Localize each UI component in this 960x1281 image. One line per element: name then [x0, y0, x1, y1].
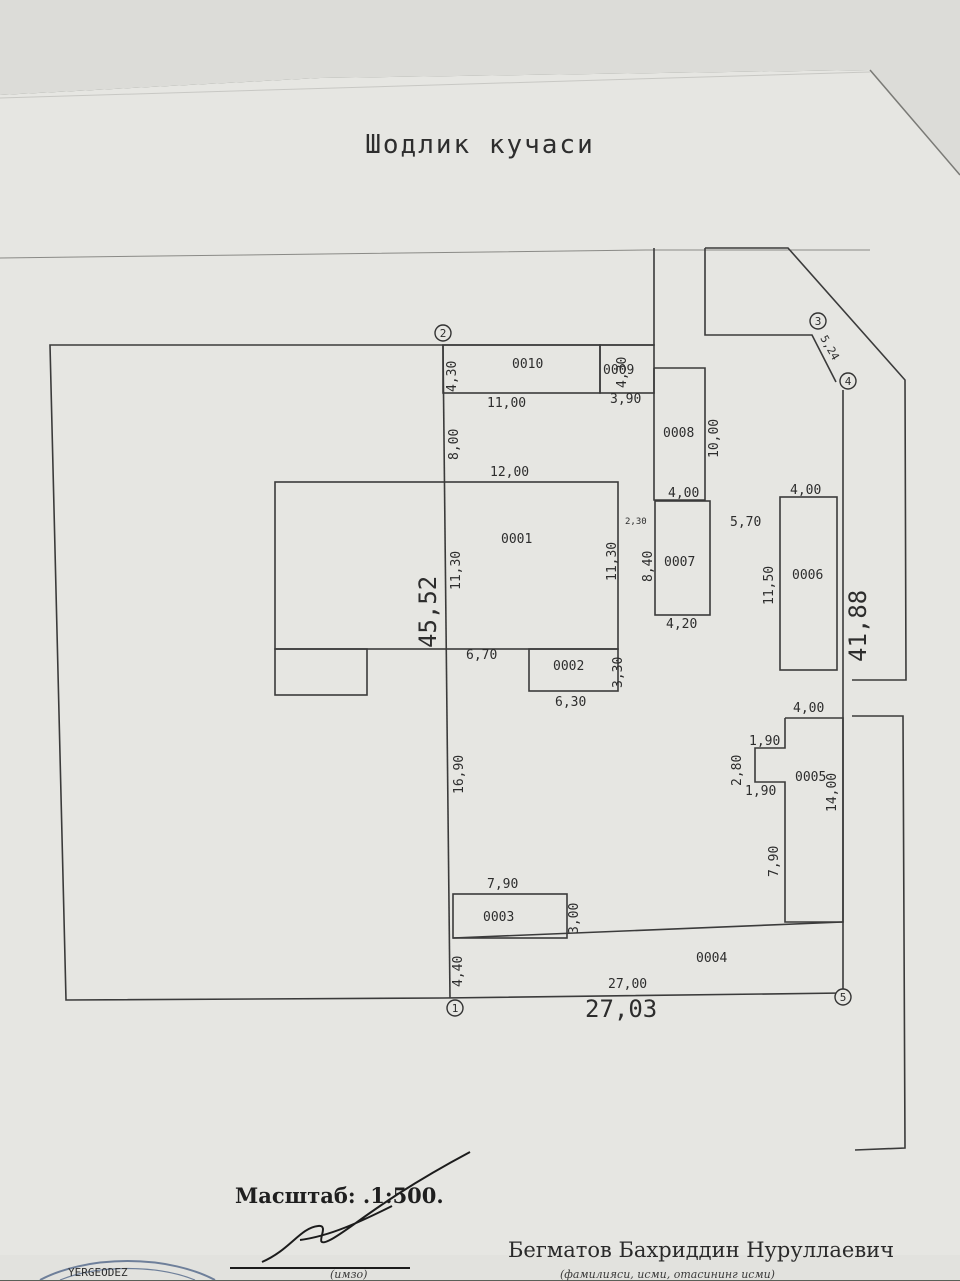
survey-point-3: 3 — [809, 312, 827, 330]
dimension-16-90: 16,90 — [452, 755, 467, 794]
room-label-0002: 0002 — [553, 659, 584, 674]
room-label-0010: 0010 — [512, 357, 543, 372]
room-label-0005: 0005 — [795, 770, 826, 785]
paper-edge — [0, 71, 871, 99]
paper-corner-edge — [869, 69, 960, 176]
survey-point-label: 5 — [840, 991, 847, 1004]
survey-point-2: 2 — [434, 324, 452, 342]
scale-label: Масштаб: .1:500. — [235, 1183, 444, 1208]
dimension-11-50: 11,50 — [762, 566, 777, 605]
room-outline-0002 — [528, 648, 619, 692]
background-sheet — [0, 0, 960, 175]
street-title: Шодлик кучаси — [365, 130, 595, 160]
room-outline-0004 — [452, 921, 844, 939]
dimension-45-52: 45,52 — [414, 576, 442, 648]
survey-point-label: 2 — [440, 327, 447, 340]
dimension-11-00: 11,00 — [487, 396, 526, 411]
stamp: YERGEODEZ — [39, 1260, 216, 1280]
survey-point-label: 1 — [452, 1002, 459, 1015]
room-outline-0005 — [754, 717, 844, 923]
dimension-5-70: 5,70 — [730, 515, 761, 530]
dimension-3-00: 3,00 — [567, 903, 582, 934]
inner-divider — [442, 344, 451, 999]
dimension-27-03: 27,03 — [585, 995, 657, 1023]
neighbour-south-boundary — [852, 715, 906, 1151]
dimension-7-90-right: 7,90 — [767, 846, 782, 877]
dimension-3-30: 3,30 — [611, 657, 626, 688]
signature-caption: (имзо) — [330, 1268, 368, 1281]
dimension-3-90: 3,90 — [610, 392, 641, 407]
dimension-1-90-a: 1,90 — [749, 734, 780, 749]
person-name: Бегматов Бахриддин Нуруллаевич — [508, 1238, 895, 1262]
survey-point-5: 5 — [834, 988, 852, 1006]
name-caption: (фамилияси, исми, отасининг исми) — [560, 1268, 775, 1281]
dimension-7-90-left: 7,90 — [487, 877, 518, 892]
room-outline-0007 — [654, 500, 711, 616]
stamp-text: YERGEODEZ — [68, 1266, 128, 1279]
dimension-14-00: 14,00 — [825, 773, 840, 812]
room-outline-0006 — [779, 496, 838, 671]
room-label-0009: 0009 — [603, 363, 634, 378]
sheet-fold-line — [0, 249, 870, 259]
dimension-2-30: 2,30 — [625, 517, 647, 527]
dimension-12-00: 12,00 — [490, 465, 529, 480]
survey-point-4: 4 — [839, 372, 857, 390]
dimension-4-30-right: 4,30 — [615, 357, 630, 388]
annex-outline — [274, 648, 368, 696]
dimension-4-00-b: 4,00 — [790, 483, 821, 498]
dimension-2-80: 2,80 — [730, 755, 745, 786]
dimension-4-40: 4,40 — [451, 956, 466, 987]
signature — [230, 1151, 471, 1269]
dimension-6-30: 6,30 — [555, 695, 586, 710]
dimension-4-00-a: 4,00 — [668, 486, 699, 501]
survey-point-label: 4 — [845, 375, 852, 388]
dimension-4-30-left: 4,30 — [445, 361, 460, 392]
room-label-0001: 0001 — [501, 532, 532, 547]
room-label-0004: 0004 — [696, 951, 727, 966]
dimension-4-20: 4,20 — [666, 617, 697, 632]
dimension-41-88: 41,88 — [844, 590, 872, 662]
dimension-1-90-b: 1,90 — [745, 784, 776, 799]
paper-bottom — [0, 1255, 960, 1280]
dimension-4-00-c: 4,00 — [793, 701, 824, 716]
room-label-0008: 0008 — [663, 426, 694, 441]
dimension-8-00: 8,00 — [447, 429, 462, 460]
parcel-north-edge — [704, 248, 837, 383]
neighbour-boundary — [705, 247, 907, 681]
dimension-11-30-left: 11,30 — [449, 551, 464, 590]
room-outline-0003 — [452, 893, 568, 939]
paper-sheet — [0, 70, 960, 1280]
survey-point-label: 3 — [815, 315, 822, 328]
room-outline-0008 — [653, 367, 706, 501]
dimension-6-70: 6,70 — [466, 648, 497, 663]
room-label-0006: 0006 — [792, 568, 823, 583]
dimension-11-30-right: 11,30 — [605, 542, 620, 581]
room-label-0003: 0003 — [483, 910, 514, 925]
survey-point-1: 1 — [446, 999, 464, 1017]
room-outline-0001 — [274, 481, 619, 650]
room-label-0007: 0007 — [664, 555, 695, 570]
dimension-10-00: 10,00 — [707, 419, 722, 458]
dimension-8-40: 8,40 — [641, 551, 656, 582]
dimension-27-00: 27,00 — [608, 977, 647, 992]
